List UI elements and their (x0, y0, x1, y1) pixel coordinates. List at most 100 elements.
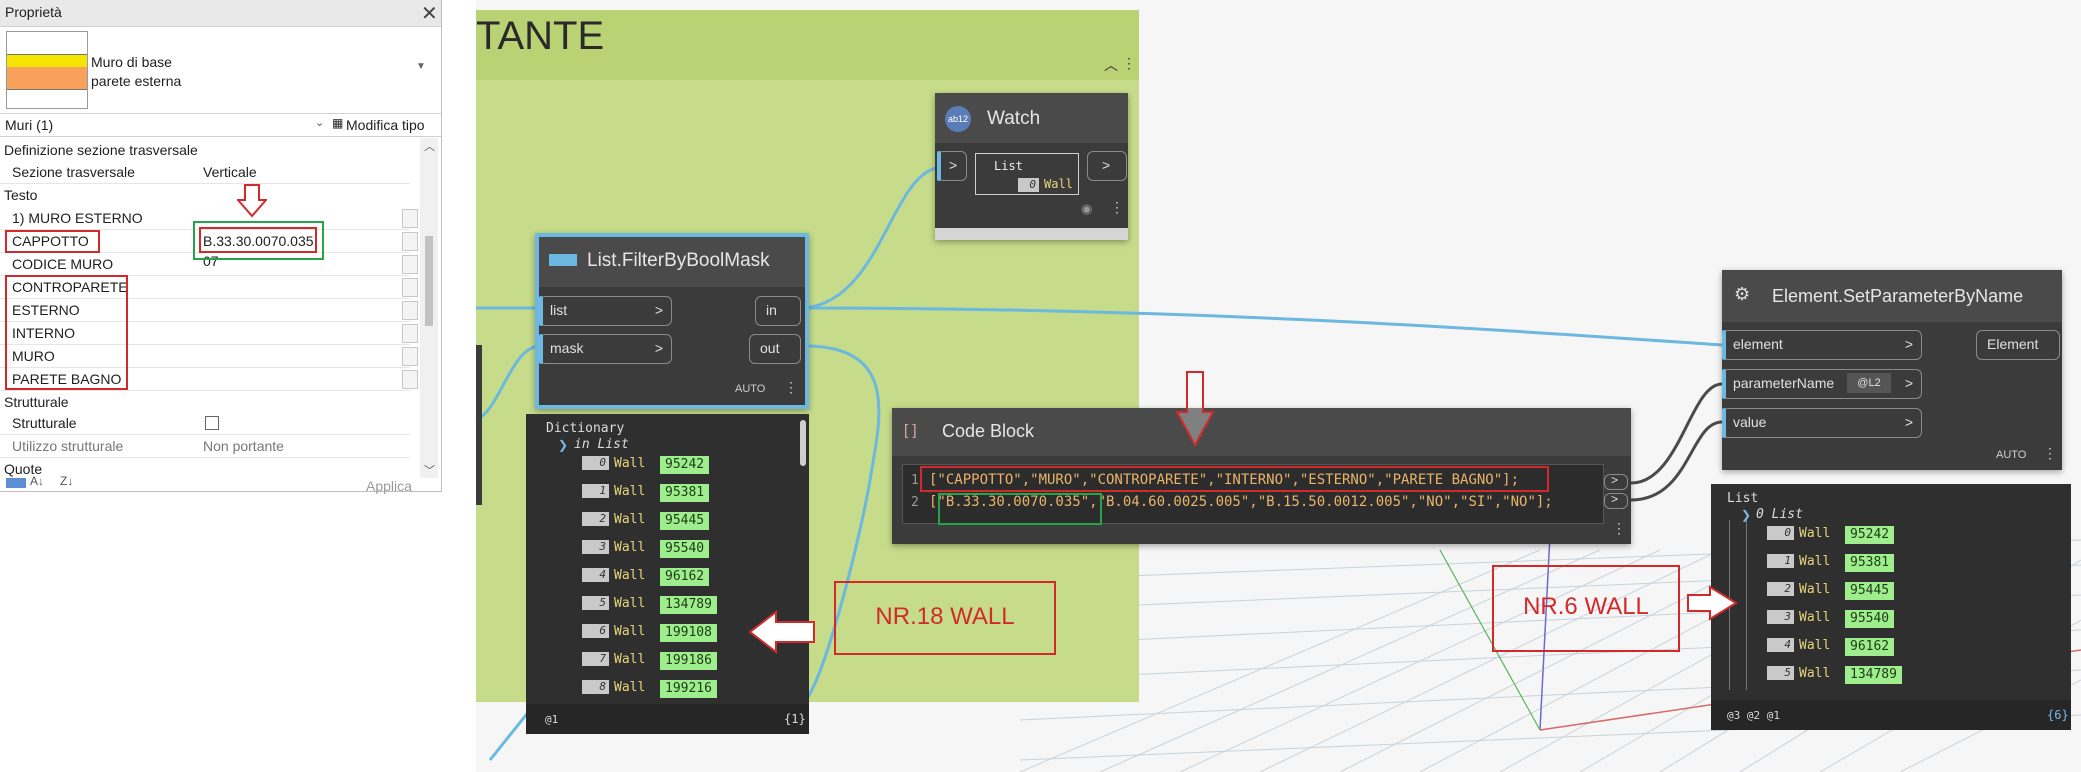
lacing-label[interactable]: AUTO (735, 383, 766, 395)
code-line-1[interactable]: ["CAPPOTTO","MURO","CONTROPARETE","INTER… (929, 472, 1520, 488)
type-selector[interactable]: Muro di base parete esterna ▼ (0, 27, 441, 113)
row-button[interactable] (402, 324, 418, 343)
annotation-arrow-down (237, 184, 267, 218)
property-value[interactable]: Verticale (203, 164, 257, 180)
instance-filter-row: Muri (1) ⌄ ▦ Modifica tipo (0, 113, 441, 137)
group-title[interactable]: TANTE (476, 14, 605, 58)
more-icon[interactable]: ⋮ (1122, 55, 1136, 71)
port-label: out (760, 340, 780, 356)
watch-node-header[interactable]: ab12 Watch (935, 93, 1128, 143)
output-port-out[interactable]: out (749, 334, 801, 364)
row-button[interactable] (402, 278, 418, 297)
row-button[interactable] (402, 301, 418, 320)
annotation-box-code-value (938, 493, 1102, 525)
property-value[interactable]: 07 (203, 253, 219, 269)
watch-preview: List 0 Wall (975, 153, 1079, 195)
group-quote: Quote (4, 461, 43, 477)
output-port-element[interactable]: Element (1976, 330, 2060, 360)
structural-checkbox[interactable] (205, 416, 219, 430)
watch-node[interactable]: ab12 Watch > List 0 Wall > ◉ ⋮ (935, 93, 1128, 240)
line-number: 1 (911, 473, 919, 488)
input-port-mask[interactable]: mask> (539, 334, 672, 364)
filter-by-bool-mask-node[interactable]: List.FilterByBoolMask list> mask> in out… (535, 233, 809, 409)
more-icon[interactable]: ⋮ (2043, 445, 2057, 461)
setparam-header[interactable]: ⚙ Element.SetParameterByName (1722, 270, 2062, 322)
watch-header: Dictionary (546, 421, 625, 436)
property-row[interactable]: CONTROPARETE (0, 276, 418, 299)
input-port-list[interactable]: list> (539, 296, 672, 326)
annotation-box-cappotto (5, 230, 100, 253)
code-output-port-2[interactable]: > (1604, 492, 1628, 509)
input-port-element[interactable]: element> (1722, 330, 1922, 360)
input-port-parametername[interactable]: parameterName @L2 > (1722, 369, 1922, 399)
properties-scrollbar[interactable]: ︿ ﹀ (420, 138, 438, 478)
group-text: Testo (4, 187, 38, 203)
partial-node[interactable] (476, 345, 482, 505)
more-icon[interactable]: ⋮ (1110, 199, 1124, 215)
level-badge[interactable]: @L2 (1847, 373, 1891, 393)
property-row[interactable]: INTERNO (0, 322, 418, 345)
more-icon[interactable]: ⋮ (1612, 520, 1626, 536)
row-button[interactable] (402, 347, 418, 366)
instance-dropdown[interactable]: Muri (1) (5, 117, 54, 133)
port-label: in (766, 302, 777, 318)
edit-type-button[interactable]: Modifica tipo (346, 117, 425, 133)
collapse-icon[interactable]: ︿ (1104, 57, 1118, 73)
more-icon[interactable]: ⋮ (784, 379, 798, 395)
chevron-right-icon[interactable]: ❯ (1741, 508, 1752, 522)
annotation-label-nr18: NR.18 WALL (834, 581, 1056, 655)
code-block-title: Code Block (942, 421, 1035, 441)
chevron-down-icon[interactable]: ▼ (416, 61, 426, 72)
code-block-header[interactable]: [ ] Code Block (892, 408, 1631, 456)
property-row[interactable]: PARETE BAGNO (0, 368, 418, 391)
port-label: list (550, 302, 568, 318)
watch-input-port[interactable]: > (937, 151, 967, 181)
apply-button[interactable]: Applica (366, 478, 412, 494)
property-row[interactable]: Sezione trasversale Verticale (0, 161, 410, 184)
property-row[interactable]: ESTERNO (0, 299, 418, 322)
set-parameter-by-name-node[interactable]: ⚙ Element.SetParameterByName element> pa… (1722, 270, 2062, 470)
sort-za-icon[interactable]: Z↓ (60, 474, 74, 488)
property-value[interactable]: B.33.30.0070.035 (203, 233, 314, 249)
property-row[interactable]: Strutturale (0, 412, 410, 435)
chevron-up-icon[interactable]: ︿ (424, 141, 435, 153)
row-button[interactable] (402, 232, 418, 251)
group-section: Definizione sezione trasversale (4, 142, 198, 158)
row-button[interactable] (402, 370, 418, 389)
eye-icon[interactable]: ◉ (1081, 201, 1093, 216)
group-header[interactable]: TANTE ︿ ⋮ (476, 10, 1139, 80)
row-button[interactable] (402, 255, 418, 274)
properties-help-icon[interactable] (6, 478, 26, 488)
watch-footer: @3 @2 @1 {6} (1711, 700, 2071, 730)
input-port-value[interactable]: value> (1722, 408, 1922, 438)
property-row[interactable]: Utilizzo strutturale Non portante (0, 435, 410, 458)
scrollbar-thumb[interactable] (425, 236, 433, 326)
close-icon[interactable]: ✕ (421, 3, 438, 25)
chevron-down-icon[interactable]: ⌄ (315, 117, 325, 129)
row-button[interactable] (402, 209, 418, 228)
property-label: CAPPOTTO (12, 233, 89, 249)
annotation-box-value (199, 227, 317, 253)
property-row[interactable]: 1) MURO ESTERNO (0, 207, 418, 230)
wire-to-watch (804, 166, 937, 310)
chevron-right-icon[interactable]: ❯ (558, 438, 569, 452)
code-line-2[interactable]: ["B.33.30.0070.035","B.04.60.0025.005","… (929, 494, 1553, 510)
lacing-label[interactable]: AUTO (1996, 449, 2027, 461)
watch-item-index: 0 (1018, 178, 1039, 192)
watch-output-port[interactable]: > (1087, 151, 1127, 181)
filter-node-header[interactable]: List.FilterByBoolMask (539, 237, 805, 287)
property-row[interactable]: MURO (0, 345, 418, 368)
code-block-node[interactable]: [ ] Code Block 1 ["CAPPOTTO","MURO","CON… (892, 408, 1631, 544)
chevron-down-icon[interactable]: ﹀ (424, 465, 435, 477)
code-output-port-1[interactable]: > (1604, 473, 1628, 490)
list-node-icon (549, 254, 577, 266)
sort-az-icon[interactable]: A↓ (30, 474, 45, 488)
watch-sublist: 0 List (1756, 507, 1803, 522)
output-port-in[interactable]: in (755, 296, 801, 326)
watch-header: List (1727, 491, 1759, 506)
scrollbar-thumb[interactable] (800, 420, 806, 466)
